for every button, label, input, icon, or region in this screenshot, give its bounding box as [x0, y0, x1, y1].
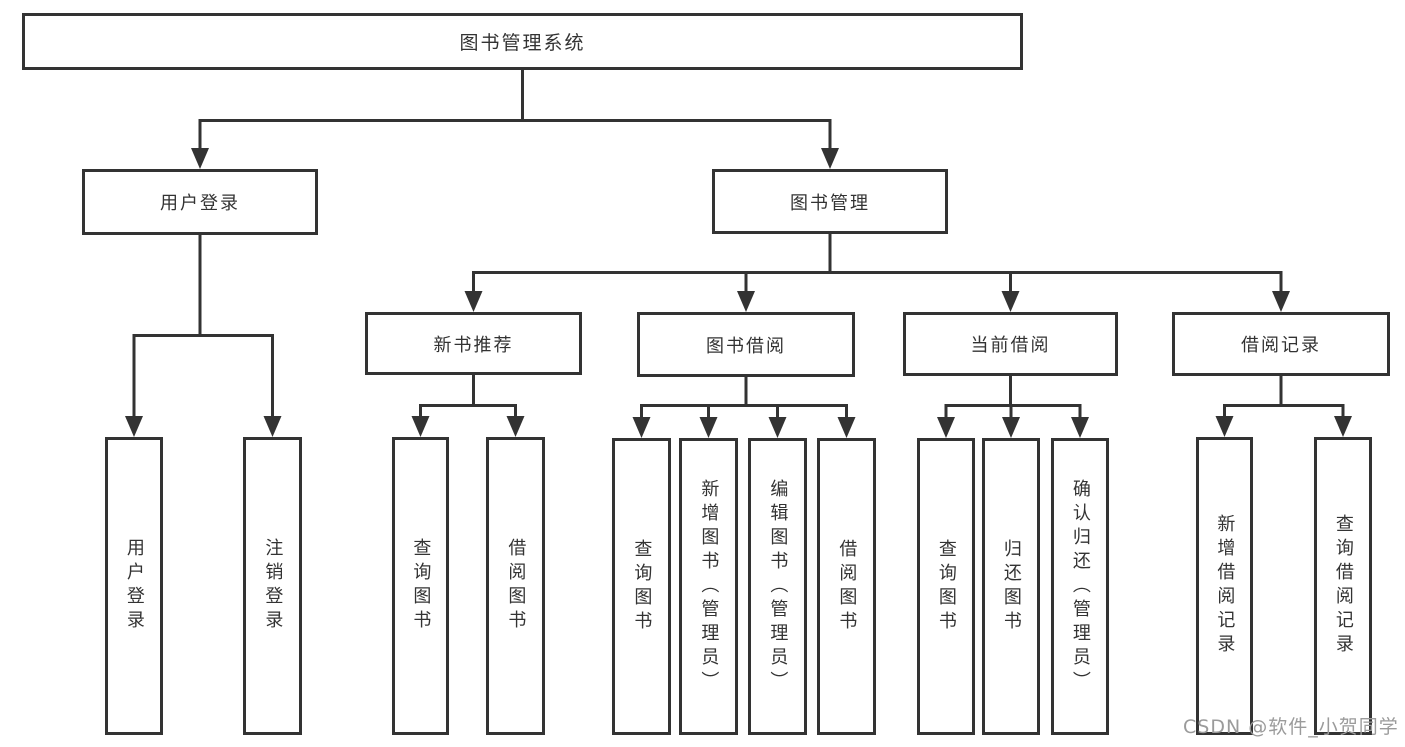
- leaf-logout-login: 注销登录: [243, 437, 302, 735]
- leaf-confirm-return-admin: 确认归还（管理员）: [1051, 438, 1109, 735]
- node-label: 借阅图书: [505, 538, 527, 634]
- leaf-query-books-recommendation: 查询图书: [392, 437, 449, 735]
- node-label: 图书借阅: [706, 335, 786, 357]
- node-label: 确认归还（管理员）: [1069, 478, 1091, 695]
- csdn-watermark: CSDN @软件_小贺同学: [1183, 716, 1399, 738]
- leaf-add-books-admin: 新增图书（管理员）: [679, 438, 738, 735]
- leaf-query-books-borrowing: 查询图书: [612, 438, 671, 735]
- node-label: 新书推荐: [433, 334, 514, 356]
- node-label: 用户登录: [123, 538, 145, 634]
- node-label: 借阅图书: [836, 538, 858, 635]
- node-label: 归还图书: [1000, 538, 1022, 635]
- node-label: 图书管理系统: [459, 32, 586, 54]
- node-label: 新增图书（管理员）: [698, 478, 720, 695]
- node-label: 编辑图书（管理员）: [767, 478, 789, 695]
- node-new-book-recommendation: 新书推荐: [365, 312, 582, 375]
- node-label: 查询图书: [935, 538, 957, 635]
- node-label: 当前借阅: [970, 335, 1051, 356]
- node-current-borrowing: 当前借阅: [903, 312, 1118, 376]
- leaf-query-books-current: 查询图书: [917, 438, 975, 735]
- leaf-borrow-books-recommendation: 借阅图书: [486, 437, 545, 735]
- node-label: 借阅记录: [1241, 335, 1321, 356]
- node-label: 图书管理: [790, 192, 870, 214]
- node-label: 查询图书: [631, 538, 653, 635]
- node-book-management: 图书管理: [712, 169, 948, 234]
- leaf-edit-books-admin: 编辑图书（管理员）: [748, 438, 807, 735]
- node-user-login: 用户登录: [82, 169, 318, 235]
- node-book-borrowing: 图书借阅: [637, 312, 855, 377]
- leaf-add-borrow-record: 新增借阅记录: [1196, 437, 1253, 735]
- node-label: 用户登录: [160, 193, 240, 214]
- node-label: 新增借阅记录: [1214, 514, 1236, 658]
- leaf-user-login: 用户登录: [105, 437, 163, 735]
- node-label: 查询图书: [410, 538, 432, 634]
- leaf-query-borrow-record: 查询借阅记录: [1314, 437, 1372, 735]
- node-label: 注销登录: [262, 538, 284, 634]
- node-borrowing-records: 借阅记录: [1172, 312, 1390, 376]
- leaf-return-books: 归还图书: [982, 438, 1040, 735]
- node-label: 查询借阅记录: [1332, 514, 1354, 658]
- leaf-borrow-books-borrowing: 借阅图书: [817, 438, 876, 735]
- node-library-management-system: 图书管理系统: [22, 13, 1023, 70]
